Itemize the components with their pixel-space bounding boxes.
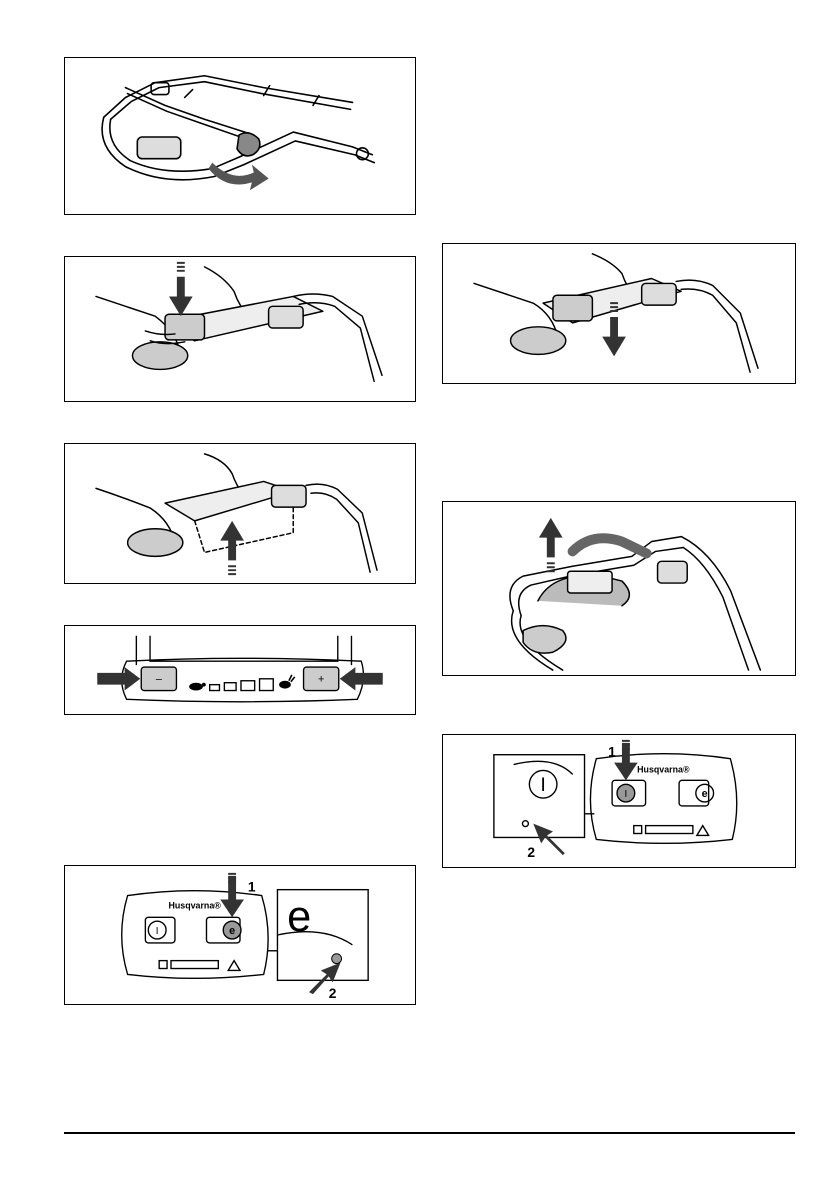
figure-press-down-right (442, 243, 796, 384)
press-cover-illustration (65, 257, 415, 401)
minus-label: – (156, 674, 162, 686)
figure-handle-fold (64, 57, 416, 215)
press-down-right-illustration (443, 244, 795, 383)
speed-control-illustration: – + (65, 626, 415, 714)
brand-label-right: Husqvarna® (637, 764, 690, 774)
figure-eco-button: Husqvarna® e I e 1 2 (64, 865, 416, 1005)
arrow-right-in (340, 667, 383, 690)
power-zoom-icon: I (540, 774, 545, 796)
handle-lift-illustration (443, 502, 795, 675)
power-icon-right: I (625, 789, 628, 800)
figure-handle-lift (442, 501, 796, 676)
arrow-left-in (97, 667, 140, 690)
brand-label: Husqvarna® (168, 900, 221, 910)
callout-2: 2 (329, 986, 337, 1001)
rabbit-icon (279, 675, 295, 689)
callout-1-right: 1 (608, 745, 616, 760)
eco-icon-right: e (702, 788, 708, 800)
callout-1: 1 (248, 880, 256, 895)
power-button-illustration: Husqvarna® I e I 1 2 (443, 735, 795, 867)
footer-rule (64, 1132, 795, 1134)
lift-cover-illustration (65, 444, 415, 583)
callout-2-right: 2 (527, 845, 535, 860)
figure-lift-cover (64, 443, 416, 584)
figure-power-button: Husqvarna® I e I 1 2 (442, 734, 796, 868)
eco-button-illustration: Husqvarna® e I e 1 2 (65, 866, 415, 1004)
handle-fold-illustration (65, 58, 415, 214)
eco-icon: e (229, 925, 235, 937)
plus-label: + (318, 674, 324, 686)
figure-speed-control: – + (64, 625, 416, 715)
turtle-icon (189, 683, 206, 691)
arrow-up-2-right (533, 824, 565, 856)
eco-zoom-icon: e (287, 893, 311, 941)
figure-press-cover-down (64, 256, 416, 402)
power-icon: I (156, 926, 159, 937)
